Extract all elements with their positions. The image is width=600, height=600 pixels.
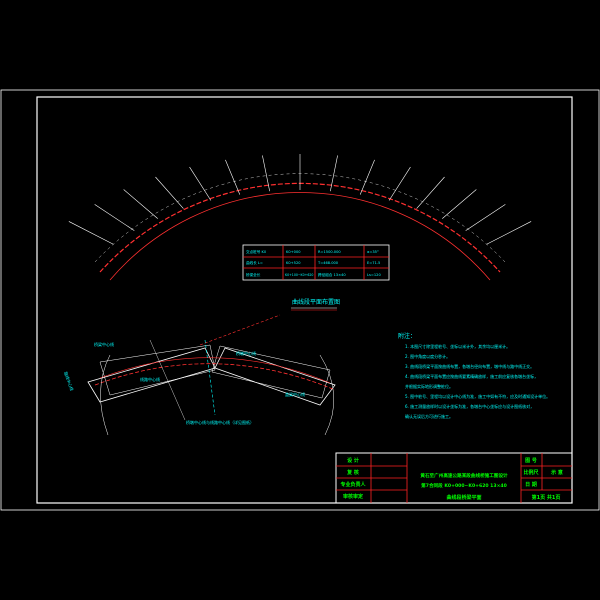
detail-label: 路线中心线	[63, 371, 75, 392]
table-cell: K0+520	[286, 261, 301, 265]
note-item: 4. 曲线段桥梁平面布置应按曲线要素精确放样，施工前应复核各墩台坐标，	[405, 373, 538, 379]
notes-title: 附注：	[398, 332, 416, 340]
drawing-name: 曲线段桥梁平面	[446, 494, 481, 501]
pier-radial-line	[155, 176, 184, 209]
detail-label: 桥墩中心线	[236, 350, 256, 356]
table-cell: 跨径组合 13×40	[318, 272, 346, 277]
note-item: 1. 本图尺寸除里程桩号、坐标以米计外，其余均以厘米计。	[405, 343, 510, 349]
table-cell: T=468.000	[317, 261, 339, 265]
pier-radial-line	[225, 159, 241, 195]
table-cell: K0+000	[286, 250, 301, 254]
detail-caption: 桥墩中心线与线路中心线（详见图纸）	[186, 419, 254, 425]
inner-frame	[36, 96, 573, 504]
note-item: 3. 曲线段桥梁平面按曲线布置，各墩台径向布置，墩中线与路中线正交。	[405, 363, 534, 369]
note-item: 5. 图中桩号、里程均以设计中心线为准，施工中如有不符，应及时通知设计单位。	[405, 393, 550, 399]
notes: 附注： 1. 本图尺寸除里程桩号、坐标以米计外，其余均以厘米计。 2. 图中角度…	[398, 332, 550, 419]
pier-radial-line	[388, 166, 411, 201]
tb-label: 复 核	[346, 469, 359, 476]
plan-caption: 曲线段平面布置图	[292, 298, 340, 306]
pier-radial-line	[68, 221, 114, 245]
table-cell: Ls=120	[367, 273, 381, 277]
pier-radial-line	[94, 204, 135, 231]
tb-label: 日 期	[525, 481, 537, 488]
pier-radial-line	[359, 159, 375, 195]
table-cell: 曲线长 L=	[246, 260, 263, 265]
table-cell: 交点桩号 K0	[246, 249, 267, 254]
table-cell: K0+100~K0+620	[285, 273, 313, 277]
pier-radial-line	[442, 189, 477, 219]
detail-label: 桥梁中心线	[94, 341, 114, 347]
pier-detail-plan: 桥梁中心线 线路中心线 桥墩中心线 盖梁中心线 路线中心线 桥墩中心线与线路中心…	[63, 314, 336, 436]
table-cell: α=35°	[367, 250, 379, 254]
curve-elements-table: 交点桩号 K0 K0+000 R=1500.000 α=35° 曲线长 L= K…	[242, 244, 390, 281]
pier-radial-line	[465, 204, 506, 231]
note-item: 确认无误后方可进行施工。	[405, 413, 453, 419]
pier-radial-line	[123, 189, 158, 219]
outer-border	[0, 89, 600, 511]
project-title: 黄石至广州高速公路某段曲线桥施工图设计	[420, 472, 508, 479]
tb-label: 专业负责人	[340, 481, 366, 488]
table-cell: R=1500.000	[318, 250, 341, 254]
table-cell: 桥梁全长	[246, 272, 261, 277]
note-item: 并根据实际地形调整桩位。	[405, 383, 453, 389]
note-item: 6. 施工测量放样时以设计坐标为准，各墩台中心坐标应与设计图纸核对，	[405, 403, 534, 409]
drawing-number: 第7合同段 K0+000~K0+620 13×40	[421, 482, 507, 489]
detail-label: 盖梁中心线	[285, 391, 305, 397]
note-item: 2. 图中角度以度分秒计。	[405, 353, 450, 359]
table-cell: E=71.5	[367, 261, 380, 265]
sheet-number: 第1页 共1页	[532, 494, 561, 501]
bridge-curve-plan	[68, 154, 532, 281]
pier-radial-line	[416, 176, 445, 209]
pier-radial-line	[330, 155, 338, 192]
pier-radial-line	[262, 155, 270, 192]
scale-value: 示 意	[551, 469, 563, 476]
tb-label: 比例尺	[523, 469, 538, 476]
tb-label: 设 计	[347, 457, 359, 464]
detail-label: 线路中心线	[140, 376, 160, 382]
pier-radial-line	[189, 166, 212, 201]
pier-radial-line	[486, 221, 532, 245]
tb-label: 图 号	[525, 457, 537, 464]
tb-label: 审核审定	[343, 493, 363, 500]
title-block: 设 计 复 核 专业负责人 审核审定 黄石至广州高速公路某段曲线桥施工图设计 第…	[335, 452, 573, 504]
